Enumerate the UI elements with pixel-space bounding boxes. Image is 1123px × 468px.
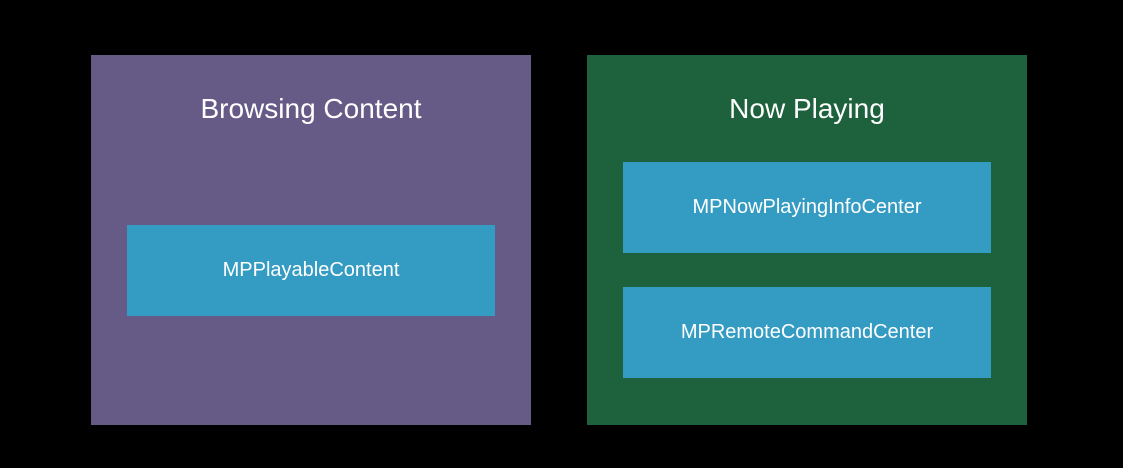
now-playing-title: Now Playing — [729, 93, 885, 124]
browsing-content-panel: Browsing Content MPPlayableContent — [91, 55, 531, 425]
now-playing-panel: Now Playing MPNowPlayingInfoCenter MPRem… — [587, 55, 1027, 425]
mpremotecommandcenter-box: MPRemoteCommandCenter — [623, 287, 991, 378]
mpnowplayinginfocenter-box: MPNowPlayingInfoCenter — [623, 162, 991, 253]
mpnowplayinginfocenter-label: MPNowPlayingInfoCenter — [692, 196, 922, 218]
mpremotecommandcenter-label: MPRemoteCommandCenter — [680, 321, 934, 343]
mpplayablecontent-label: MPPlayableContent — [222, 259, 400, 281]
browsing-content-title: Browsing Content — [200, 93, 422, 124]
mpplayablecontent-box: MPPlayableContent — [127, 225, 495, 316]
